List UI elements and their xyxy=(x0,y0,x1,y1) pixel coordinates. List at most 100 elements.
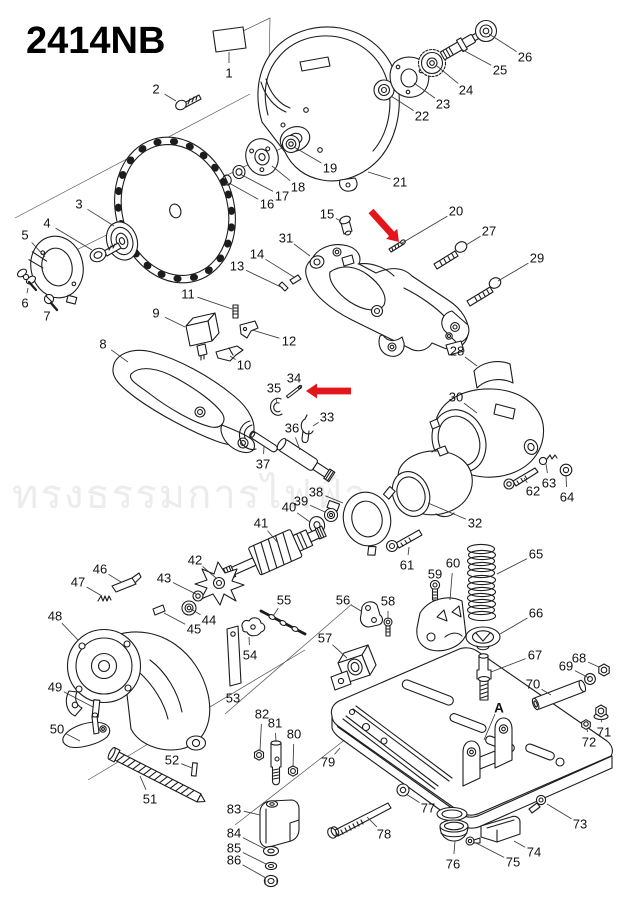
part-label-79: 79 xyxy=(321,755,335,770)
leader-line-49 xyxy=(63,691,94,708)
bolt-62 xyxy=(503,467,539,490)
spring-11 xyxy=(232,304,239,319)
leader-line-24 xyxy=(436,65,459,84)
leader-lines xyxy=(26,33,603,879)
bolt-27 xyxy=(433,241,468,270)
link-56 xyxy=(359,601,383,628)
leader-line-39 xyxy=(309,504,326,513)
bolt-78 xyxy=(327,802,392,839)
leader-line-47 xyxy=(86,586,103,597)
leader-line-26 xyxy=(488,33,517,52)
part-label-47: 47 xyxy=(71,575,85,590)
pin-14 xyxy=(289,274,302,285)
part-label-15: 15 xyxy=(320,207,334,222)
bolt-2 xyxy=(175,94,202,111)
leader-line-45 xyxy=(163,612,186,625)
nut-80 xyxy=(287,765,299,777)
saw-blade xyxy=(114,136,236,284)
leader-line-16 xyxy=(228,182,259,200)
part-label-61: 61 xyxy=(400,558,414,573)
rod-55 xyxy=(259,609,307,636)
gear-housing-48 xyxy=(65,628,211,751)
screw-73 xyxy=(528,794,547,814)
part-label-36: 36 xyxy=(285,421,299,436)
leader-line-9 xyxy=(164,316,186,328)
leader-line-12 xyxy=(251,329,280,339)
part-label-78: 78 xyxy=(377,827,391,842)
part-label-80: 80 xyxy=(287,727,301,742)
reference-marker-A: A xyxy=(494,701,504,716)
leader-line-27 xyxy=(465,235,481,246)
part-label-1: 1 xyxy=(225,66,232,81)
spring-seat-66 xyxy=(465,626,501,651)
bearing-39 xyxy=(323,507,339,523)
leader-line-11 xyxy=(197,296,233,310)
leader-line-60 xyxy=(449,572,453,601)
leader-line-57 xyxy=(332,644,348,659)
leader-line-70 xyxy=(541,688,552,696)
part-label-26: 26 xyxy=(518,50,532,65)
bearing-22 xyxy=(373,79,395,101)
leader-line-73 xyxy=(546,803,572,820)
part-label-62: 62 xyxy=(526,484,540,499)
stator-32 xyxy=(391,445,473,518)
trigger-12 xyxy=(239,320,259,339)
part-label-23: 23 xyxy=(436,97,450,112)
washer-84 xyxy=(262,845,280,857)
leader-line-48 xyxy=(61,622,79,641)
part-label-65: 65 xyxy=(529,547,543,562)
part-label-67: 67 xyxy=(528,648,542,663)
part-label-31: 31 xyxy=(279,231,293,246)
part-label-45: 45 xyxy=(187,622,201,637)
part-labels: 1234567891011121314151617181920212223242… xyxy=(21,50,611,872)
part-label-71: 71 xyxy=(597,725,611,740)
nut-17 xyxy=(232,164,246,180)
leader-line-25 xyxy=(460,48,492,66)
label-sticker-28 xyxy=(473,361,514,389)
leader-line-84 xyxy=(242,837,266,850)
leader-line-51 xyxy=(139,775,147,790)
part-label-12: 12 xyxy=(282,334,296,349)
leader-line-66 xyxy=(499,617,528,635)
leader-line-31 xyxy=(293,243,311,257)
leader-line-61 xyxy=(407,546,410,556)
brush-cap-64 xyxy=(559,463,573,477)
part-label-32: 32 xyxy=(468,516,482,531)
part-label-52: 52 xyxy=(165,753,179,768)
leader-line-67 xyxy=(490,658,526,673)
part-label-13: 13 xyxy=(230,259,244,274)
part-label-68: 68 xyxy=(572,651,586,666)
screw-75 xyxy=(465,836,481,846)
leader-line-40 xyxy=(296,512,311,523)
part-label-84: 84 xyxy=(227,826,241,841)
leader-line-15 xyxy=(335,218,342,222)
leader-line-80 xyxy=(292,743,295,768)
leader-line-65 xyxy=(496,558,528,575)
rod-37 xyxy=(249,430,278,453)
leader-line-5 xyxy=(31,242,46,258)
leader-line-33 xyxy=(312,422,319,427)
part-label-46: 46 xyxy=(93,562,107,577)
leader-line-23 xyxy=(413,82,436,99)
part-label-81: 81 xyxy=(268,716,282,731)
part-label-25: 25 xyxy=(493,63,507,78)
leader-line-3 xyxy=(87,208,115,227)
part-label-34: 34 xyxy=(287,371,301,386)
leader-line-69 xyxy=(574,670,590,679)
grip-handle-8 xyxy=(112,349,257,454)
part-label-9: 9 xyxy=(152,306,159,321)
part-label-10: 10 xyxy=(237,358,251,373)
fan-42 xyxy=(194,561,245,606)
safety-guard-5 xyxy=(28,235,84,305)
part-label-59: 59 xyxy=(428,567,442,582)
leader-line-83 xyxy=(243,810,261,816)
nut-86 xyxy=(263,874,279,888)
part-label-56: 56 xyxy=(336,593,350,608)
red-arrow-at-part-34 xyxy=(306,383,351,399)
part-label-64: 64 xyxy=(560,490,574,505)
leader-line-4 xyxy=(55,227,93,251)
leader-line-41 xyxy=(267,530,279,544)
leader-line-75 xyxy=(475,842,505,858)
leader-line-2 xyxy=(164,93,177,102)
